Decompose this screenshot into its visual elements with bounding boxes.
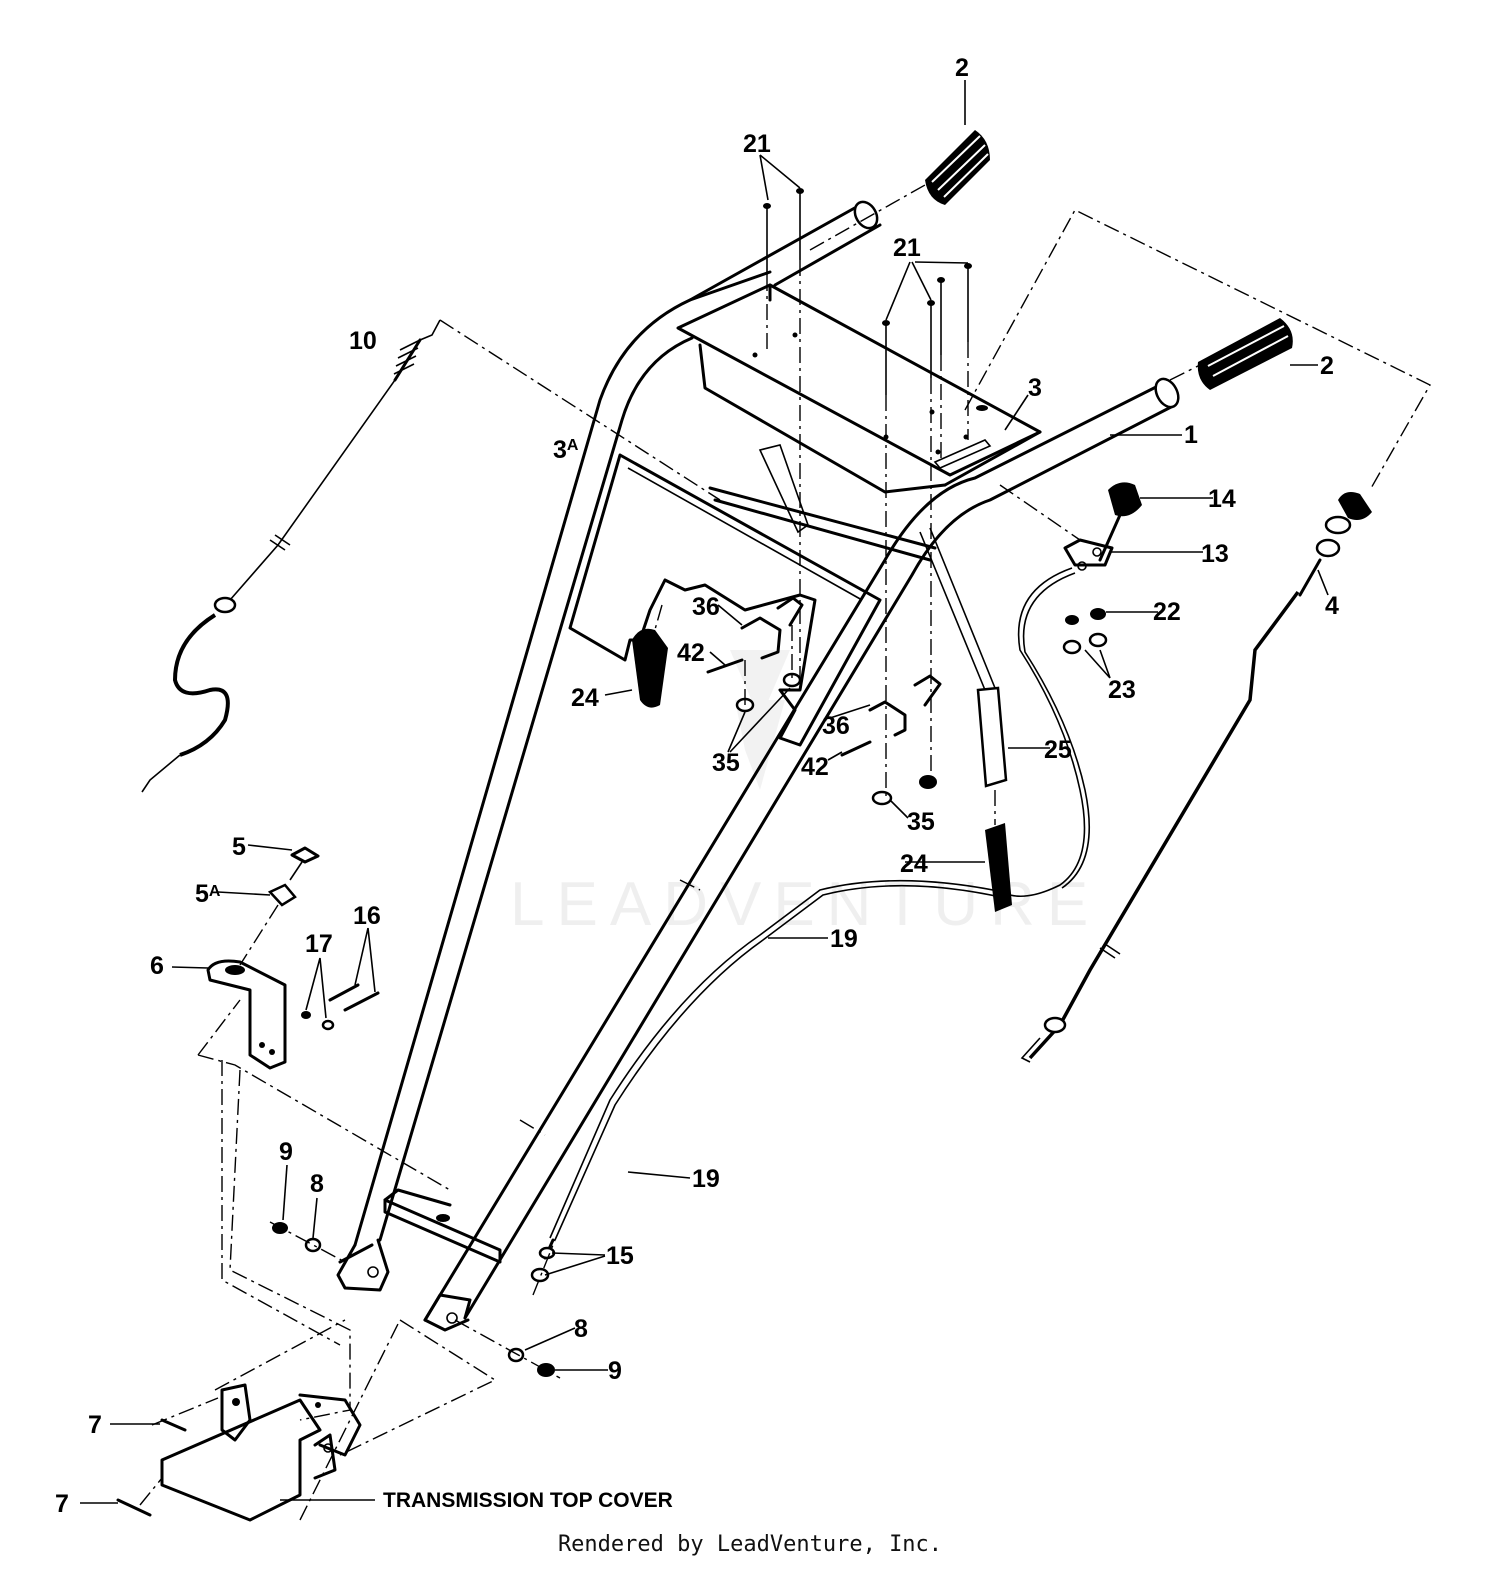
screws-21 bbox=[763, 188, 972, 395]
label-2-right: 2 bbox=[1320, 352, 1334, 380]
label-42-right: 42 bbox=[801, 753, 829, 781]
label-7-lower: 7 bbox=[55, 1490, 69, 1518]
label-3: 3 bbox=[1028, 374, 1042, 402]
label-4: 4 bbox=[1325, 592, 1339, 620]
label-19-lower: 19 bbox=[692, 1165, 720, 1193]
grip-right bbox=[1197, 318, 1293, 390]
throttle-lever bbox=[1062, 482, 1142, 655]
label-24-right: 24 bbox=[900, 850, 928, 878]
control-bars bbox=[632, 527, 1012, 912]
label-36-right: 36 bbox=[822, 712, 850, 740]
label-8-right: 8 bbox=[574, 1315, 588, 1343]
label-5: 5 bbox=[232, 833, 246, 861]
label-7-upper: 7 bbox=[88, 1411, 102, 1439]
label-24-left: 24 bbox=[571, 684, 599, 712]
label-9-right: 9 bbox=[608, 1357, 622, 1385]
label-1: 1 bbox=[1184, 421, 1198, 449]
label-14: 14 bbox=[1208, 485, 1236, 513]
label-5a: 5A bbox=[195, 880, 221, 908]
label-3a: 3A bbox=[553, 436, 579, 464]
label-8-left: 8 bbox=[310, 1170, 324, 1198]
assembly-lines bbox=[139, 184, 1431, 1521]
bracket-6 bbox=[206, 846, 380, 1070]
label-17: 17 bbox=[305, 930, 333, 958]
label-25: 25 bbox=[1044, 736, 1072, 764]
grip-left bbox=[925, 130, 990, 205]
label-6: 6 bbox=[150, 952, 164, 980]
leader-lines bbox=[80, 80, 1329, 1504]
label-23: 23 bbox=[1108, 676, 1136, 704]
label-13: 13 bbox=[1201, 540, 1229, 568]
label-21-right: 21 bbox=[893, 234, 921, 262]
transmission-cover bbox=[116, 1222, 556, 1522]
label-42-left: 42 bbox=[677, 639, 705, 667]
control-panel bbox=[676, 283, 1042, 494]
label-16: 16 bbox=[353, 902, 381, 930]
label-36-left: 36 bbox=[692, 593, 720, 621]
handle-frame bbox=[336, 200, 1180, 1332]
label-9-left: 9 bbox=[279, 1138, 293, 1166]
transmission-top-cover-label: TRANSMISSION TOP COVER bbox=[383, 1489, 673, 1512]
choke-control bbox=[1020, 492, 1372, 1063]
label-2-top: 2 bbox=[955, 54, 969, 82]
label-19-upper: 19 bbox=[830, 925, 858, 953]
label-15: 15 bbox=[606, 1242, 634, 1270]
part-labels: 2 21 21 2 10 3 1 3A 14 13 4 22 23 36 42 … bbox=[55, 54, 1339, 1518]
label-35-right: 35 bbox=[907, 808, 935, 836]
footer-credit: Rendered by LeadVenture, Inc. bbox=[557, 1532, 943, 1557]
decal-3a bbox=[568, 444, 882, 747]
throttle-cable bbox=[543, 567, 1091, 1260]
label-10: 10 bbox=[349, 327, 377, 355]
drive-cable bbox=[141, 319, 441, 793]
brackets bbox=[740, 596, 942, 737]
label-35-left: 35 bbox=[712, 749, 740, 777]
label-22: 22 bbox=[1153, 598, 1181, 626]
label-21-left: 21 bbox=[743, 130, 771, 158]
